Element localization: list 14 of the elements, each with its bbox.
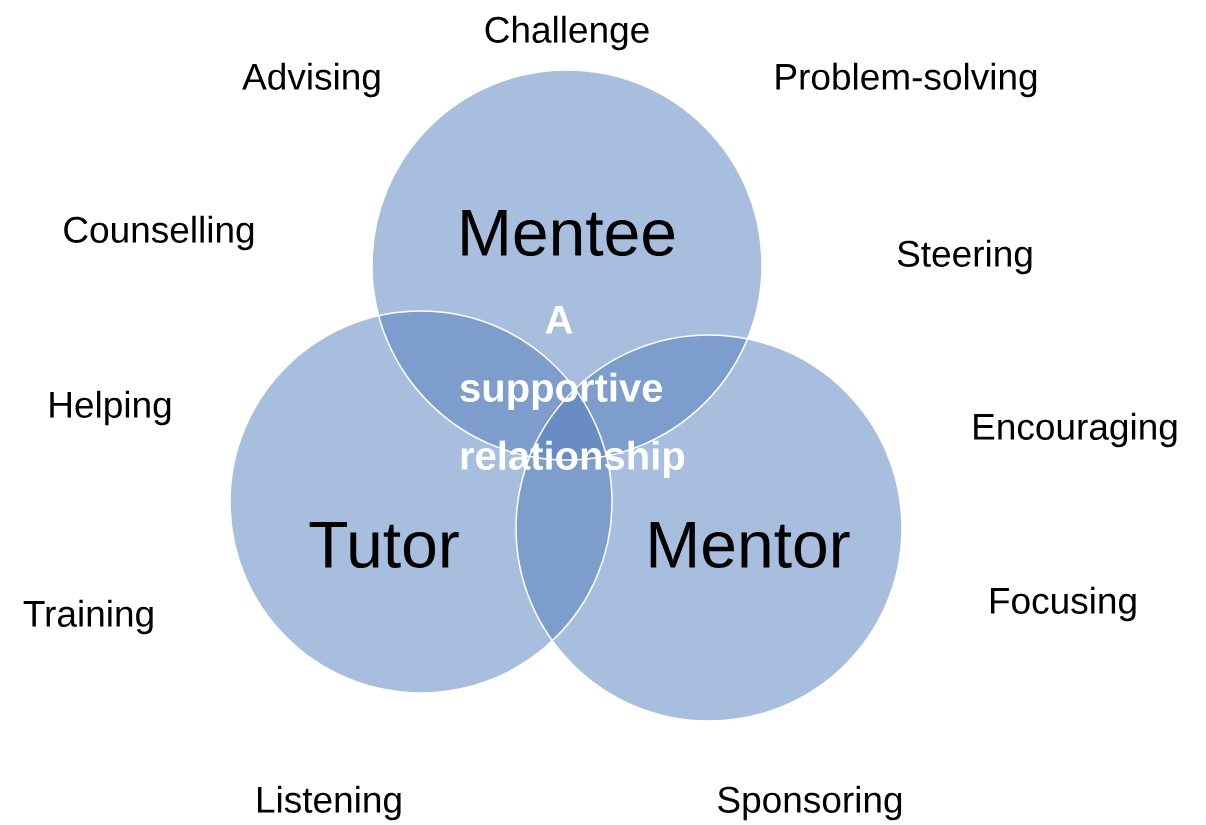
role-label: Encouraging — [974, 412, 1177, 448]
role-label: Training — [23, 599, 153, 635]
role-label: Sponsoring — [718, 785, 902, 821]
circle-title: Tutor — [309, 522, 459, 569]
role-label: Steering — [897, 239, 1032, 275]
role-label: Focusing — [991, 586, 1136, 622]
circle-title: Mentee — [462, 210, 675, 257]
role-label: Counselling — [64, 215, 254, 251]
role-label: Helping — [50, 390, 171, 426]
role-label: Advising — [242, 62, 380, 98]
role-label: Problem-solving — [776, 62, 1037, 98]
circle-title: Mentor — [650, 522, 850, 569]
role-label: Listening — [258, 785, 401, 821]
role-label: Challenge — [485, 15, 649, 51]
